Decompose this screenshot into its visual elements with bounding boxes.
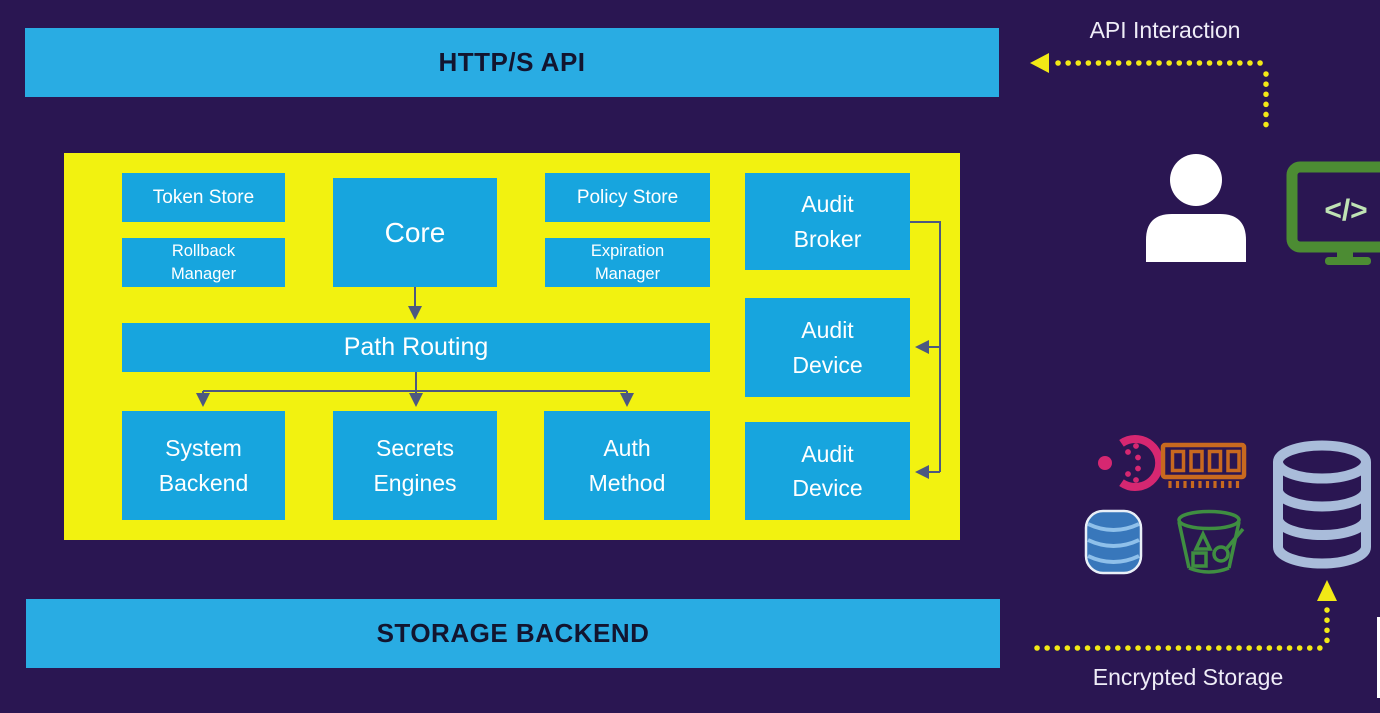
encrypted-storage-arrow	[1034, 580, 1337, 651]
http-api-bar: HTTP/S API	[25, 28, 999, 97]
system-backend-label: System Backend	[158, 435, 249, 496]
api-arrowhead-left	[1030, 53, 1049, 73]
encrypted-storage-label: Encrypted Storage	[1092, 664, 1284, 690]
core-label: Core	[384, 216, 446, 248]
expiration-manager-label: Expiration Manager	[590, 242, 665, 283]
ram-chips	[1170, 449, 1241, 473]
node-core: Core	[333, 178, 497, 287]
monitor-frame	[1286, 161, 1380, 253]
token-store-label: Token Store	[152, 186, 255, 208]
dynamodb-icon	[1084, 509, 1143, 575]
ram-pins	[1168, 481, 1240, 488]
path-routing-label: Path Routing	[343, 333, 489, 361]
dynamodb-bands	[1087, 522, 1140, 564]
node-auth-method: Auth Method	[544, 411, 710, 520]
ram-body	[1160, 442, 1247, 480]
consul-arc	[1119, 435, 1164, 491]
http-api-label: HTTP/S API	[438, 47, 586, 77]
monitor-stand-neck	[1337, 250, 1353, 259]
database-cylinder-icon	[1273, 440, 1371, 569]
code-monitor-icon: </>	[1286, 161, 1380, 265]
node-rollback-manager: Rollback Manager	[122, 238, 285, 287]
node-audit-device-2: Audit Device	[745, 422, 910, 520]
api-interaction-arrow	[1030, 53, 1269, 136]
node-token-store: Token Store	[122, 173, 285, 222]
audit-broker-label: Audit Broker	[793, 191, 862, 252]
node-path-routing: Path Routing	[122, 323, 710, 372]
rollback-manager-label: Rollback Manager	[170, 242, 237, 283]
database-top	[1273, 440, 1371, 484]
node-expiration-manager: Expiration Manager	[545, 238, 710, 287]
secrets-engines-label: Secrets Engines	[373, 435, 457, 496]
s3-pole	[1225, 527, 1245, 550]
node-system-backend: System Backend	[122, 411, 285, 520]
database-bottom	[1273, 546, 1371, 569]
ram-memory-icon	[1160, 442, 1247, 488]
s3-right-side	[1227, 521, 1241, 569]
auth-method-label: Auth Method	[588, 435, 666, 496]
s3-bucket-icon	[1177, 509, 1245, 574]
api-interaction-label: API Interaction	[1089, 17, 1241, 43]
database-band-1	[1273, 489, 1371, 512]
s3-triangle	[1193, 529, 1213, 551]
node-audit-broker: Audit Broker	[745, 173, 910, 270]
audit-device-2-label: Audit Device	[792, 440, 863, 502]
storage-backend-bar: STORAGE BACKEND	[26, 599, 1000, 668]
node-secrets-engines: Secrets Engines	[333, 411, 497, 520]
node-audit-device-1: Audit Device	[745, 298, 910, 397]
audit-device-1-label: Audit Device	[792, 317, 863, 378]
encrypted-arrowhead-up	[1317, 580, 1337, 601]
storage-backend-label: STORAGE BACKEND	[376, 618, 650, 648]
monitor-stand-base	[1325, 257, 1371, 265]
dynamodb-body	[1084, 509, 1143, 575]
s3-rim	[1177, 509, 1241, 531]
user-body	[1146, 214, 1246, 262]
consul-icon	[1098, 435, 1164, 491]
s3-square	[1191, 551, 1208, 568]
s3-left-side	[1177, 521, 1191, 569]
user-icon	[1146, 154, 1246, 262]
node-policy-store: Policy Store	[545, 173, 710, 222]
consul-center-dot	[1098, 456, 1112, 470]
user-head	[1170, 154, 1222, 206]
database-band-2	[1273, 517, 1371, 540]
s3-bottom	[1188, 566, 1230, 574]
policy-store-label: Policy Store	[576, 186, 679, 208]
code-glyph: </>	[1324, 194, 1367, 227]
consul-dots	[1125, 443, 1141, 483]
s3-circle	[1212, 545, 1230, 563]
